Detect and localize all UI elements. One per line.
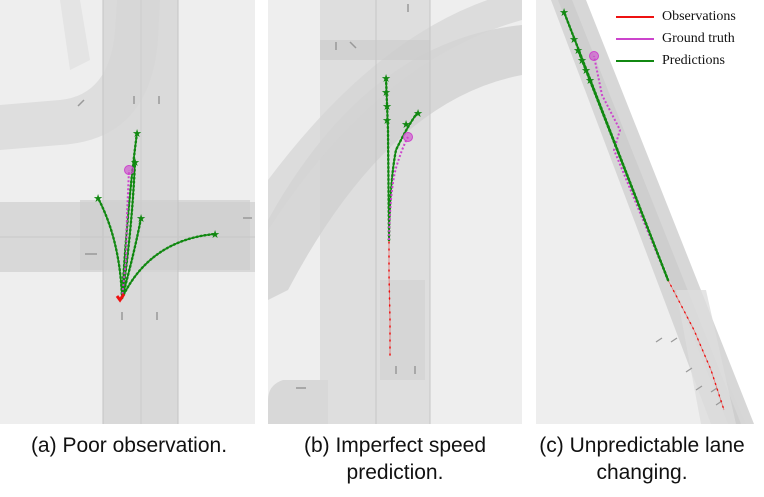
svg-text:★: ★ xyxy=(401,118,411,131)
ground-truth-c xyxy=(593,55,669,281)
caption-c-line1: (c) Unpredictable lane xyxy=(539,434,745,457)
caption-b: (b) Imperfect speed prediction. xyxy=(268,432,522,486)
svg-text:★: ★ xyxy=(136,212,146,225)
svg-text:★: ★ xyxy=(381,72,391,85)
legend-label-predictions: Predictions xyxy=(662,53,725,68)
legend-item-ground-truth: Ground truth xyxy=(616,28,736,50)
svg-text:★: ★ xyxy=(132,127,142,140)
panel-c-svg: ★★★ ★★★ xyxy=(536,0,764,424)
svg-text:★: ★ xyxy=(210,228,220,241)
panel-b-map: ★★★★ ★★ xyxy=(268,0,522,424)
ground-truth-b xyxy=(388,136,409,241)
svg-text:★: ★ xyxy=(130,156,140,169)
panel-a-svg: ★ ★ ★ ★ ★ xyxy=(0,0,255,424)
prediction-star-icons-b: ★★★★ ★★ xyxy=(381,72,423,131)
svg-text:★: ★ xyxy=(581,64,591,77)
panel-a-map: ★ ★ ★ ★ ★ xyxy=(0,0,255,424)
panel-c-map: ★★★ ★★★ xyxy=(536,0,764,424)
svg-text:★: ★ xyxy=(93,192,103,205)
legend-label-ground-truth: Ground truth xyxy=(662,31,735,46)
svg-text:★: ★ xyxy=(573,44,583,57)
caption-a-line1: (a) Poor observation. xyxy=(30,434,228,457)
svg-text:★: ★ xyxy=(569,33,579,46)
prediction-lines-a xyxy=(97,132,216,299)
ground-truth-a xyxy=(121,169,130,299)
legend-label-observations: Observations xyxy=(662,9,736,24)
svg-text:★: ★ xyxy=(381,86,391,99)
observation-a xyxy=(115,293,126,303)
caption-b-line1: (b) Imperfect speed xyxy=(303,434,487,457)
caption-a: (a) Poor observation. xyxy=(0,432,258,459)
panel-b-svg: ★★★★ ★★ xyxy=(268,0,522,424)
gt-endpoint-circle-icon-c xyxy=(589,51,599,61)
svg-text:★: ★ xyxy=(585,74,595,87)
svg-text:★: ★ xyxy=(413,107,423,120)
caption-c-line2: changing. xyxy=(596,461,688,484)
caption-c: (c) Unpredictable lane changing. xyxy=(520,432,764,486)
svg-text:★: ★ xyxy=(382,114,392,127)
legend: Observations Ground truth Predictions xyxy=(616,6,736,72)
legend-swatch-predictions xyxy=(616,60,654,62)
svg-text:★: ★ xyxy=(559,6,569,19)
prediction-star-icons-a: ★ ★ ★ ★ ★ xyxy=(93,127,220,241)
svg-text:★: ★ xyxy=(577,54,587,67)
caption-b-line2: prediction. xyxy=(346,461,444,484)
legend-item-predictions: Predictions xyxy=(616,50,736,72)
legend-swatch-ground-truth xyxy=(616,38,654,40)
gt-endpoint-circle-icon-b xyxy=(403,132,413,142)
legend-item-observations: Observations xyxy=(616,6,736,28)
gt-endpoint-circle-icon xyxy=(124,165,134,175)
legend-swatch-observations xyxy=(616,16,654,18)
prediction-star-icons-c: ★★★ ★★★ xyxy=(559,6,595,87)
svg-text:★: ★ xyxy=(382,100,392,113)
